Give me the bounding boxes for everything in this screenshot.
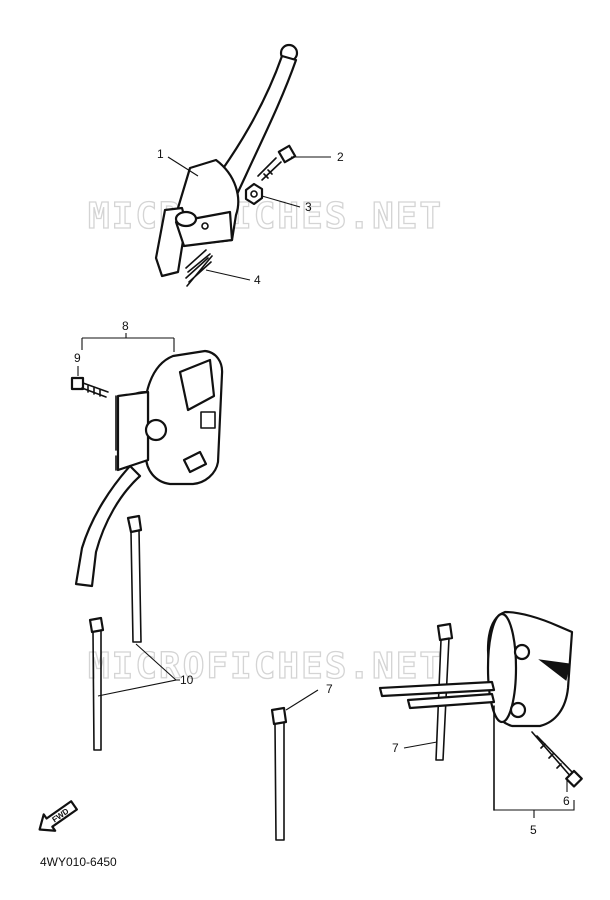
screw-part-6 <box>531 731 583 788</box>
callout-3: 3 <box>305 200 312 214</box>
right-switch-housing-part-5 <box>378 610 574 811</box>
callout-10: 10 <box>180 673 194 687</box>
bolt-part-2 <box>257 144 297 181</box>
callout-6: 6 <box>563 794 570 808</box>
cable-tie-part-10-b <box>88 616 105 751</box>
watermark-bottom: MICROFICHES.NET <box>88 646 443 687</box>
drawing-code: 4WY010-6450 <box>40 855 117 869</box>
fwd-arrow-icon: FWD <box>38 800 78 832</box>
watermark-top: MICROFICHES.NET <box>88 196 443 237</box>
cable-tie-part-10-a <box>126 514 143 643</box>
callout-1: 1 <box>157 147 164 161</box>
callout-4: 4 <box>254 273 261 287</box>
left-switch-housing-part-8 <box>74 349 224 588</box>
callout-7-b: 7 <box>392 741 399 755</box>
callout-8: 8 <box>122 319 129 333</box>
callout-2: 2 <box>337 150 344 164</box>
lever-part-1 <box>154 43 299 278</box>
cable-tie-part-7-a <box>270 706 288 841</box>
leader-lines <box>77 156 575 818</box>
screw-part-9 <box>70 376 109 398</box>
callout-5: 5 <box>530 823 537 837</box>
spring-part-4 <box>185 249 213 287</box>
callout-9: 9 <box>74 351 81 365</box>
nut-part-3 <box>244 182 264 206</box>
callout-7-a: 7 <box>326 682 333 696</box>
